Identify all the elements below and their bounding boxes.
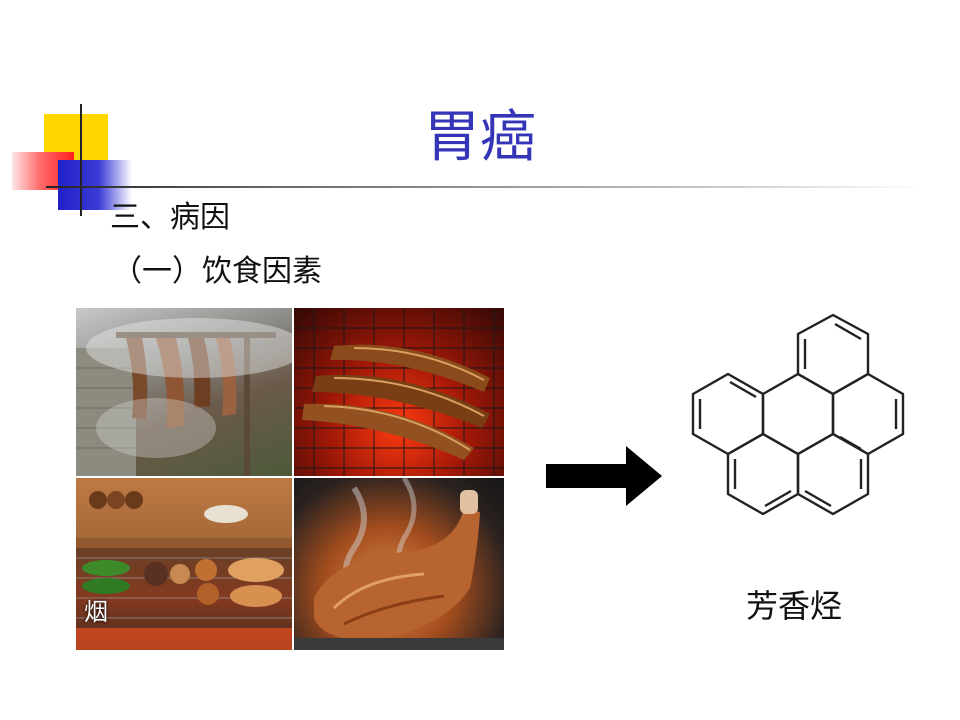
- section-heading: 三、病因: [110, 200, 230, 235]
- photo-roast-leg: [294, 478, 504, 650]
- photo-grilled-eel: [294, 308, 504, 476]
- slide-title: 胃癌: [424, 105, 536, 170]
- photo-smoked-meat: [76, 308, 292, 476]
- subsection-heading: （一）饮食因素: [112, 254, 322, 289]
- decor-blue-square: [58, 160, 132, 210]
- photo-skewers: [76, 478, 292, 650]
- benzopyrene-structure: [676, 310, 916, 542]
- title-divider: [46, 186, 926, 188]
- molecule-caption: 芳香烃: [746, 587, 843, 625]
- decor-vertical-line: [80, 104, 82, 216]
- photo-caption: 烟: [84, 598, 108, 626]
- right-arrow-icon: [546, 446, 664, 510]
